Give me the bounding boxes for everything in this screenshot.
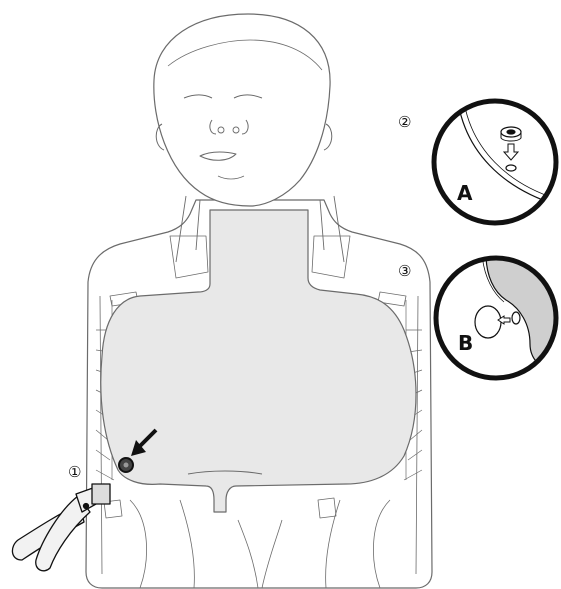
compression-point-core [124,463,129,468]
lower-torso-lines [130,500,390,588]
pliers-clip [92,484,110,504]
valve-hole [506,165,516,171]
callout-a: A [434,101,560,223]
step-3-number: ③ [398,262,411,280]
pliers-pivot [84,504,89,509]
lung-bag [101,210,416,512]
pliers-tool [12,484,110,571]
down-arrow-icon [504,144,518,160]
manikin [86,14,432,588]
label-b: B [458,331,473,355]
step-2-number: ② [398,113,411,131]
callout-b-hole [475,306,501,338]
callout-b: B [436,254,560,378]
right-ear [324,124,332,150]
side-latch-right [318,498,336,518]
label-a: A [457,181,473,205]
step-1-number: ① [68,463,81,481]
callout-b-valve [512,312,520,324]
